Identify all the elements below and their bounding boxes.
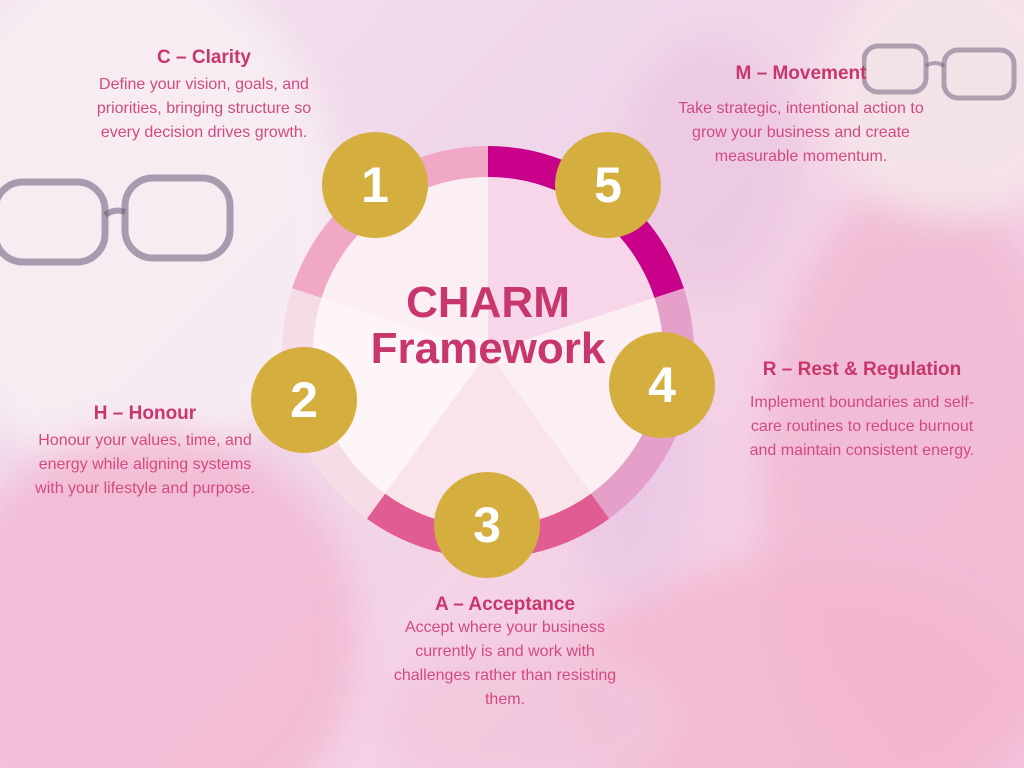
title-line-1: CHARM bbox=[406, 278, 570, 327]
step-honour: H – Honour Honour your values, time, and… bbox=[32, 403, 258, 501]
step-description: Implement boundaries and self-care routi… bbox=[749, 394, 975, 459]
step-badge-5: 5 bbox=[555, 132, 661, 238]
step-heading: R – Rest & Regulation bbox=[762, 359, 962, 380]
title-line-2: Framework bbox=[370, 324, 606, 373]
glasses-icon bbox=[0, 174, 234, 266]
step-clarity: C – Clarity Define your vision, goals, a… bbox=[88, 47, 320, 145]
step-description: Take strategic, intentional action to gr… bbox=[678, 100, 924, 165]
step-badge-2: 2 bbox=[251, 347, 357, 453]
step-heading: M – Movement bbox=[735, 63, 867, 84]
step-acceptance: A – Acceptance Accept where your busines… bbox=[388, 594, 622, 712]
glasses-icon bbox=[862, 43, 1017, 101]
step-description: Accept where your business currently is … bbox=[393, 619, 617, 708]
inner-slices bbox=[313, 177, 663, 528]
step-movement: M – Movement Take strategic, intentional… bbox=[676, 63, 926, 169]
step-rest-regulation: R – Rest & Regulation Implement boundari… bbox=[742, 359, 982, 463]
framework-title: CHARM Framework bbox=[330, 280, 646, 372]
step-badge-3: 3 bbox=[434, 472, 540, 578]
step-heading: A – Acceptance bbox=[434, 594, 576, 615]
step-badge-1: 1 bbox=[322, 132, 428, 238]
step-badge-4: 4 bbox=[609, 332, 715, 438]
step-heading: C – Clarity bbox=[157, 47, 251, 68]
step-description: Define your vision, goals, and prioritie… bbox=[96, 76, 312, 141]
step-description: Honour your values, time, and energy whi… bbox=[35, 432, 255, 497]
step-heading: H – Honour bbox=[93, 403, 197, 424]
